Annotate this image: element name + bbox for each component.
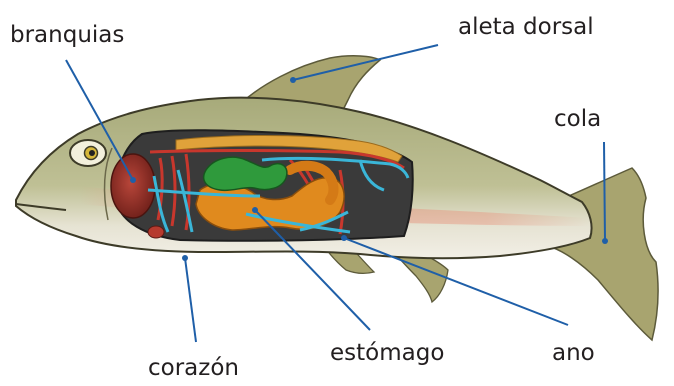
tail-leader-dot bbox=[602, 238, 608, 244]
dorsal-fin-leader-dot bbox=[290, 77, 296, 83]
label-stomach: estómago bbox=[330, 340, 444, 366]
heart bbox=[148, 226, 164, 238]
label-anus: ano bbox=[552, 340, 595, 366]
tail-leader bbox=[604, 142, 605, 241]
anus-leader-dot bbox=[341, 235, 347, 241]
gills-leader-dot bbox=[130, 177, 136, 183]
label-dorsal-fin: aleta dorsal bbox=[458, 14, 594, 40]
heart-leader bbox=[185, 258, 196, 342]
label-heart: corazón bbox=[148, 355, 239, 381]
heart-leader-dot bbox=[182, 255, 188, 261]
stomach-leader-dot bbox=[252, 207, 258, 213]
eye bbox=[70, 140, 106, 166]
gills bbox=[111, 154, 155, 218]
label-gills: branquias bbox=[10, 22, 124, 48]
label-tail: cola bbox=[554, 106, 601, 132]
